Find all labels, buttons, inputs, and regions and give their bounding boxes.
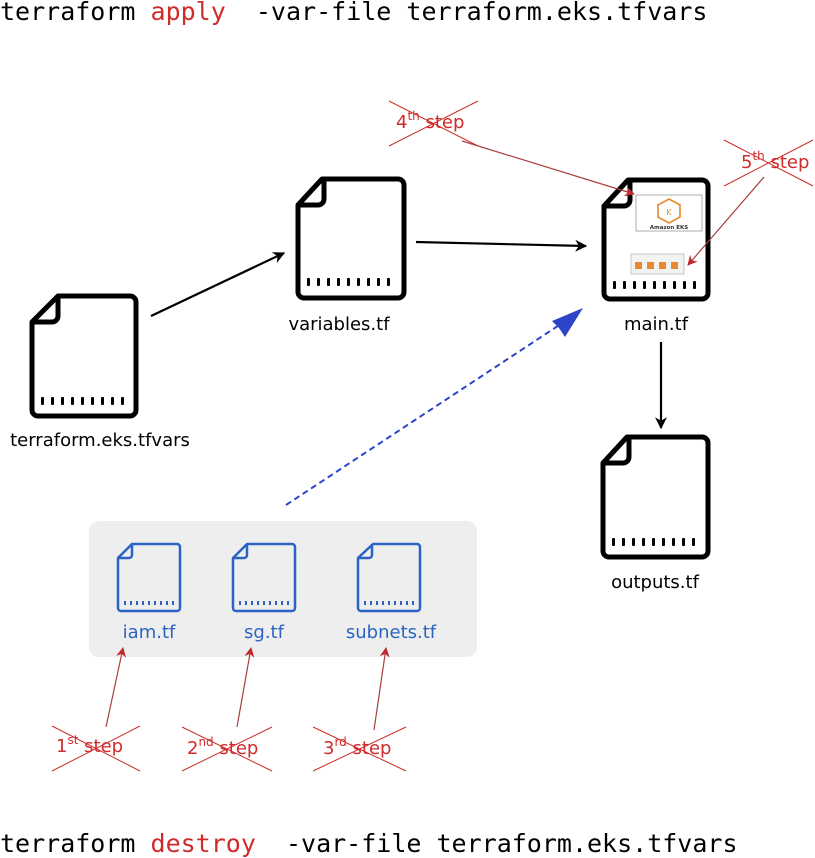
amazon-eks-icon: K Amazon EKS <box>635 194 703 232</box>
step1-label: 1st step <box>51 725 141 772</box>
svg-text:K: K <box>666 208 672 217</box>
sg-file-icon <box>231 542 297 613</box>
tfvars-file-icon <box>29 293 139 419</box>
arrow-tfvars-to-variables <box>150 252 286 317</box>
apply-command: terraform apply -var-file terraform.eks.… <box>0 0 707 26</box>
step3-label: 3rd step <box>312 726 407 772</box>
node-group-icon <box>630 253 685 275</box>
amazon-eks-label: Amazon EKS <box>650 225 689 231</box>
main-file-label: main.tf <box>624 314 689 335</box>
destroy-command: terraform destroy -var-file terraform.ek… <box>0 829 738 858</box>
arrow-step1 <box>105 647 126 728</box>
step2-label: 2nd step <box>181 726 273 772</box>
subnets-file-label: subnets.tf <box>346 622 437 643</box>
arrow-step5 <box>687 176 765 266</box>
iam-file-label: iam.tf <box>123 622 176 643</box>
svg-text:2nd step: 2nd step <box>187 735 258 759</box>
arrow-modules-to-main-head <box>552 308 583 337</box>
step5-label: 5th step <box>723 139 814 187</box>
subnets-file-icon <box>356 542 422 613</box>
variables-file-icon <box>295 176 407 301</box>
svg-text:4th step: 4th step <box>396 109 464 133</box>
outputs-file-icon <box>600 434 711 560</box>
arrow-modules-to-main <box>285 313 577 506</box>
arrow-step3 <box>373 647 390 731</box>
arrow-step2 <box>236 647 255 728</box>
tfvars-file-label: terraform.eks.tfvars <box>10 430 190 451</box>
step4-label: 4th step <box>388 100 479 147</box>
iam-file-icon <box>116 542 182 613</box>
svg-text:5th step: 5th step <box>741 149 809 173</box>
variables-file-label: variables.tf <box>288 314 390 335</box>
modules-panel <box>89 521 477 657</box>
outputs-file-label: outputs.tf <box>611 572 700 593</box>
arrow-variables-to-main <box>415 239 588 252</box>
sg-file-label: sg.tf <box>244 622 285 643</box>
arrow-step4 <box>461 140 635 197</box>
